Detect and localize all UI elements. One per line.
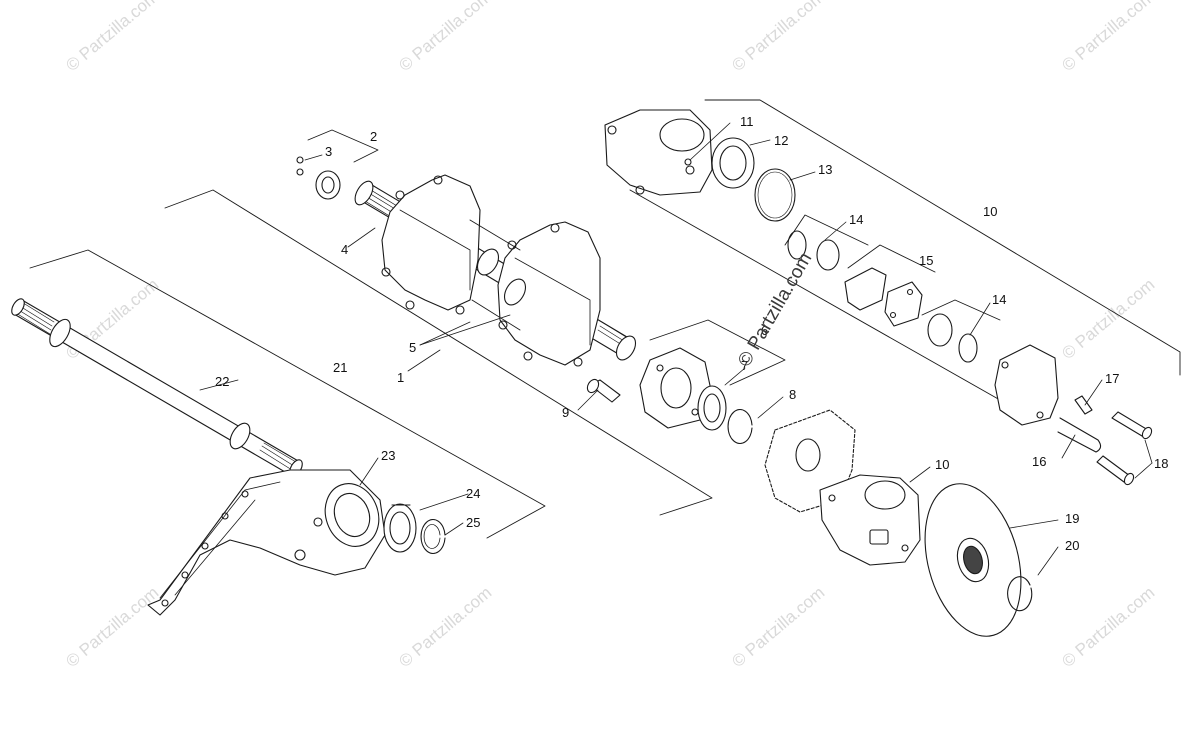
watermark: © Partzilla.com [62, 583, 162, 671]
part-10-caliper-upper-half [604, 109, 713, 196]
part-24-bearing [383, 503, 417, 553]
part-20-snap-ring [1007, 576, 1033, 612]
sprocket-left [381, 174, 481, 315]
part-14-piston-right [927, 313, 978, 363]
part-25-snap-ring [420, 519, 446, 554]
part-14-piston-left [787, 230, 840, 271]
callout-7: 7 [741, 358, 748, 373]
center-watermark: © Partzilla.com [734, 249, 816, 370]
part-17-pin [1074, 395, 1093, 415]
callout-14-right: 14 [992, 292, 1006, 307]
part-16-clip [1057, 417, 1102, 453]
callout-21: 21 [333, 360, 347, 375]
callout-24: 24 [466, 486, 480, 501]
part-3-screw [296, 156, 304, 176]
bracket-21 [29, 249, 546, 539]
callout-8: 8 [789, 387, 796, 402]
part-8-snap-ring [727, 409, 753, 444]
shaft-spline-right [259, 442, 297, 471]
watermark: © Partzilla.com [1058, 0, 1158, 75]
callout-10-upper: 10 [983, 204, 997, 219]
bracket-10 [704, 99, 1181, 376]
watermark: © Partzilla.com [1058, 583, 1158, 671]
callout-18: 18 [1154, 456, 1168, 471]
part-12-piston [711, 137, 755, 189]
part-10-caliper-outer-half [994, 344, 1059, 426]
part-11-bleeder [684, 158, 692, 166]
part-9-bolt [586, 378, 621, 403]
bracket-2 [307, 129, 379, 163]
watermark: © Partzilla.com [728, 0, 828, 75]
callout-25: 25 [466, 515, 480, 530]
part-22-jackshaft [11, 298, 303, 477]
callout-1: 1 [397, 370, 404, 385]
part-15-brake-pads [844, 267, 923, 327]
callout-13: 13 [818, 162, 832, 177]
shaft-spline-left [15, 300, 55, 335]
callout-6: 6 [761, 323, 768, 338]
callout-9: 9 [562, 405, 569, 420]
callout-19: 19 [1065, 511, 1079, 526]
bracket-14b [921, 299, 1001, 321]
part-10-caliper-lower [819, 474, 921, 566]
watermark: © Partzilla.com [395, 0, 495, 75]
callout-23: 23 [381, 448, 395, 463]
callout-14-left: 14 [849, 212, 863, 227]
watermark: © Partzilla.com [728, 583, 828, 671]
callout-11: 11 [740, 114, 754, 129]
bracket-1 [164, 189, 713, 516]
part-2-bushing [315, 170, 341, 200]
callout-3: 3 [325, 144, 332, 159]
part-19-brake-disc [924, 483, 1022, 637]
part-23-support-arm [147, 469, 386, 616]
callout-17: 17 [1105, 371, 1119, 386]
callout-20: 20 [1065, 538, 1079, 553]
callout-2: 2 [370, 129, 377, 144]
part-18-bolts [1096, 411, 1153, 486]
callout-12: 12 [774, 133, 788, 148]
watermark: © Partzilla.com [62, 0, 162, 75]
leader-lines [199, 122, 1153, 576]
part-13-oring [754, 168, 796, 222]
callout-4: 4 [341, 242, 348, 257]
bracket-6 [649, 319, 786, 386]
callout-15: 15 [919, 253, 933, 268]
callout-22: 22 [215, 374, 229, 389]
callout-16: 16 [1032, 454, 1046, 469]
watermark: © Partzilla.com [395, 583, 495, 671]
part-6-flange-plate [639, 347, 713, 429]
assembly-brackets [29, 99, 1181, 539]
callout-labels: 1 2 3 4 5 6 7 8 9 10 10 11 12 13 14 14 1… [215, 114, 1168, 553]
bracket-15 [847, 244, 936, 273]
callout-10-lower: 10 [935, 457, 949, 472]
callout-5: 5 [409, 340, 416, 355]
bracket-14a [784, 214, 869, 246]
part-1-drive-shaft [354, 174, 637, 367]
part-7-bearing [697, 385, 727, 431]
sprocket-right [497, 221, 601, 367]
bracket-10-lower [629, 189, 1001, 401]
